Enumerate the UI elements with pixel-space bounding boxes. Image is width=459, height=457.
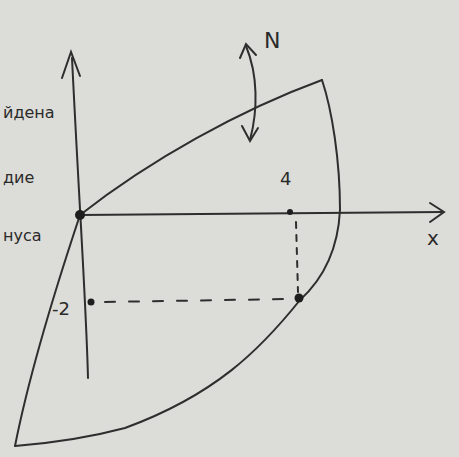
- y-axis: [72, 58, 88, 378]
- tick-label: -2: [52, 300, 70, 318]
- point-dot: [287, 209, 293, 215]
- arrow-head: [240, 44, 256, 58]
- point-dot: [295, 294, 304, 303]
- axis-label: x: [427, 228, 439, 248]
- upper-curve: [80, 80, 322, 215]
- normal-arrow: [246, 46, 256, 140]
- point-dot: [88, 299, 95, 306]
- right-curve: [15, 80, 340, 446]
- x-axis: [80, 212, 442, 215]
- dashed-horizontal: [105, 299, 288, 302]
- note-text: йдена: [3, 105, 55, 121]
- dashed-vertical: [296, 222, 298, 292]
- y-axis-arrow: [62, 52, 80, 78]
- note-text: дие: [3, 170, 34, 186]
- left-curve: [15, 215, 80, 446]
- axis-label: N: [264, 30, 280, 52]
- origin-dot: [75, 210, 85, 220]
- note-text: нуса: [3, 228, 42, 244]
- arrow-head: [242, 126, 258, 141]
- tick-label: 4: [280, 170, 291, 188]
- x-axis-arrow: [430, 203, 444, 222]
